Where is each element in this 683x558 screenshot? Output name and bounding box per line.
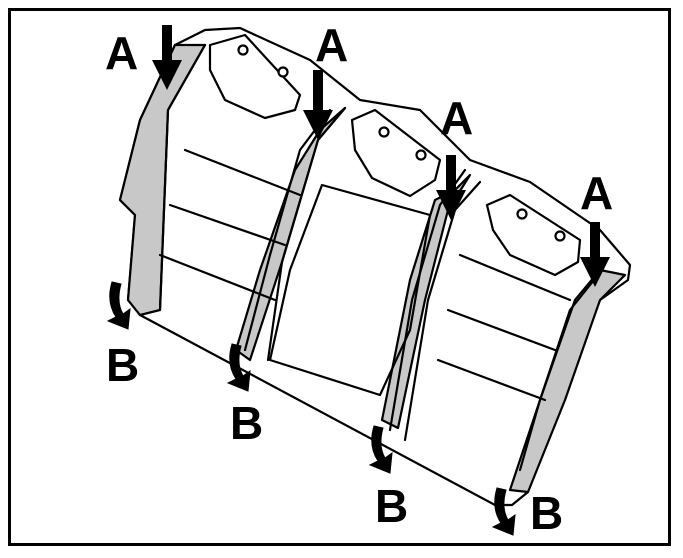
middle-section-left-edge bbox=[266, 106, 347, 362]
headrest-middle bbox=[350, 108, 442, 198]
label-a-2: A bbox=[315, 19, 349, 71]
arrow-down-3 bbox=[436, 155, 466, 220]
middle-section-inner bbox=[268, 183, 432, 397]
arrow-down-1 bbox=[152, 25, 182, 90]
label-a-1: A bbox=[105, 27, 139, 79]
right-section-left-edge bbox=[403, 180, 482, 442]
label-b-2: B bbox=[230, 397, 264, 449]
right-section-line-2 bbox=[446, 308, 557, 352]
label-a-3: A bbox=[440, 92, 474, 144]
right-section-line-1 bbox=[458, 253, 572, 302]
label-b-4: B bbox=[530, 487, 564, 539]
label-b-3: B bbox=[375, 480, 409, 532]
right-center-shade-panel bbox=[380, 173, 472, 430]
headrest-left bbox=[208, 33, 302, 120]
label-a-4: A bbox=[580, 167, 614, 219]
arrow-down-4 bbox=[580, 222, 610, 287]
left-section-line-2 bbox=[168, 203, 287, 247]
hook-arrow-3 bbox=[368, 425, 393, 474]
headrest-right bbox=[485, 193, 582, 277]
hook-arrow-4 bbox=[491, 487, 516, 536]
left-section-line-1 bbox=[183, 148, 302, 197]
label-b-1: B bbox=[106, 339, 140, 391]
left-section-line-3 bbox=[158, 253, 277, 302]
right-section-line-3 bbox=[436, 358, 547, 402]
left-section-edge bbox=[158, 43, 207, 312]
hook-arrow-2 bbox=[226, 343, 251, 392]
right-section-right-edge bbox=[518, 268, 604, 472]
hook-arrow-1 bbox=[106, 281, 131, 330]
arrow-down-2 bbox=[303, 70, 333, 140]
